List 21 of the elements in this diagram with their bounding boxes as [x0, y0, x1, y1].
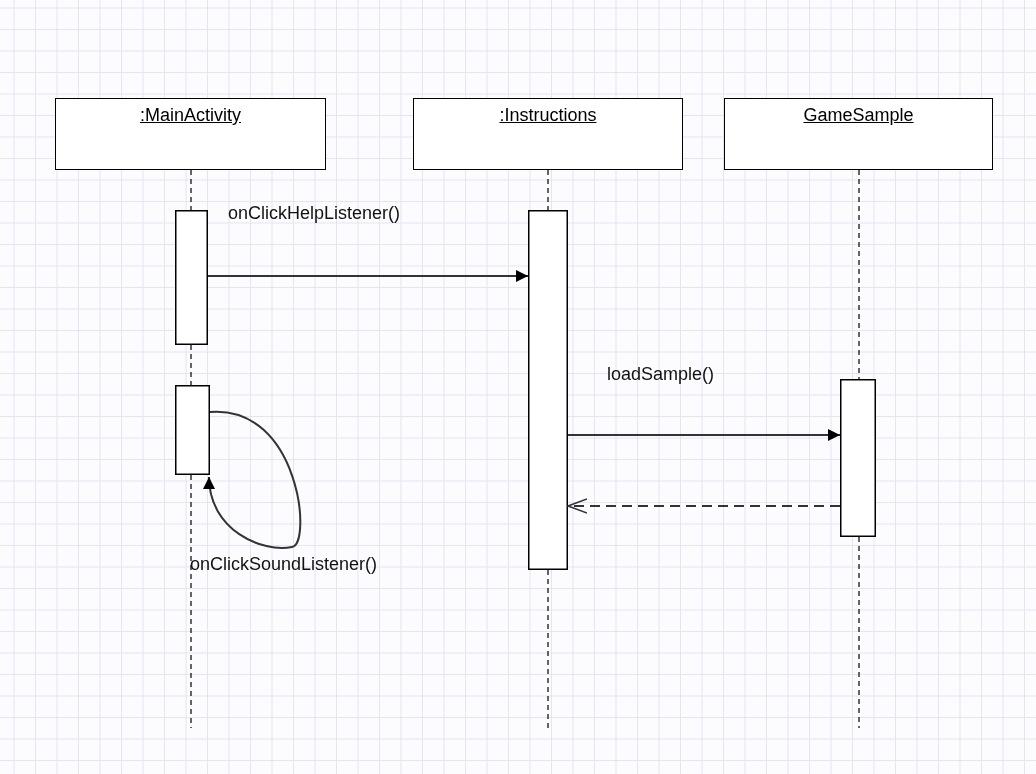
lifeline-header: :Instructions: [413, 98, 683, 170]
message-arrow: [207, 270, 529, 282]
lifeline: [547, 169, 549, 211]
message-label: onClickSoundListener(): [190, 554, 378, 575]
message-label: onClickHelpListener(): [228, 203, 401, 224]
return-arrow: [567, 498, 841, 514]
activation-bar: [175, 210, 208, 345]
message-arrow: [567, 429, 841, 441]
lifeline: [547, 569, 549, 729]
lifeline: [190, 474, 192, 729]
lifeline: [190, 344, 192, 386]
lifeline: [858, 169, 860, 380]
lifeline-header: :MainActivity: [55, 98, 326, 170]
lifeline: [858, 536, 860, 729]
message-label: loadSample(): [607, 364, 715, 385]
lifeline-header: GameSample: [724, 98, 993, 170]
activation-bar: [175, 385, 210, 475]
activation-bar: [528, 210, 568, 570]
activation-bar: [840, 379, 876, 537]
self-message-arrow: [204, 411, 302, 549]
lifeline: [190, 169, 192, 211]
